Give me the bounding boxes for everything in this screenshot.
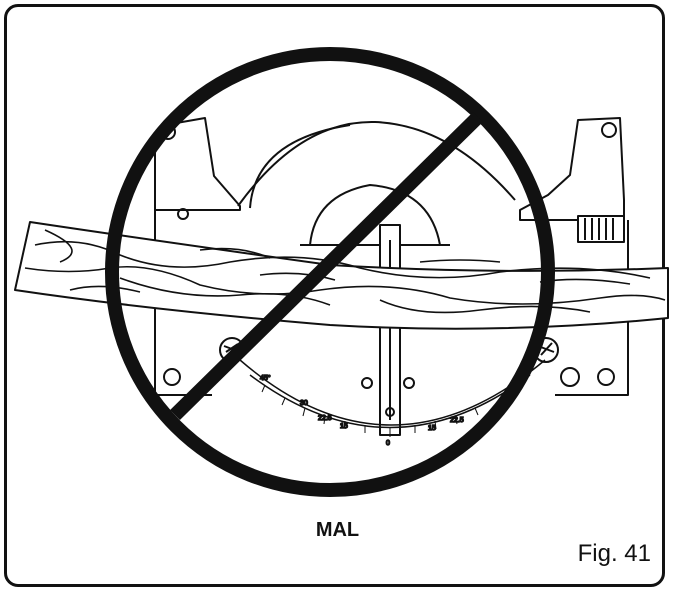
scale-label-45: 45° — [260, 374, 271, 382]
scale-label-30: 30 — [300, 400, 308, 407]
caption-label: MAL — [315, 519, 360, 541]
scale-label-15-right: 15 — [428, 425, 436, 432]
figure-label: Fig. 41 — [577, 540, 651, 567]
wood-board-icon — [14, 221, 669, 330]
scale-label-22-5: 22.5 — [318, 415, 332, 422]
miter-scale: 45° 30 22.5 15 0 15 22.5 — [239, 359, 546, 448]
prohibition-sign-icon — [105, 47, 555, 497]
scale-label-0: 0 — [386, 440, 390, 447]
scale-label-15: 15 — [340, 423, 348, 430]
scale-label-22-5-right: 22.5 — [450, 417, 464, 424]
